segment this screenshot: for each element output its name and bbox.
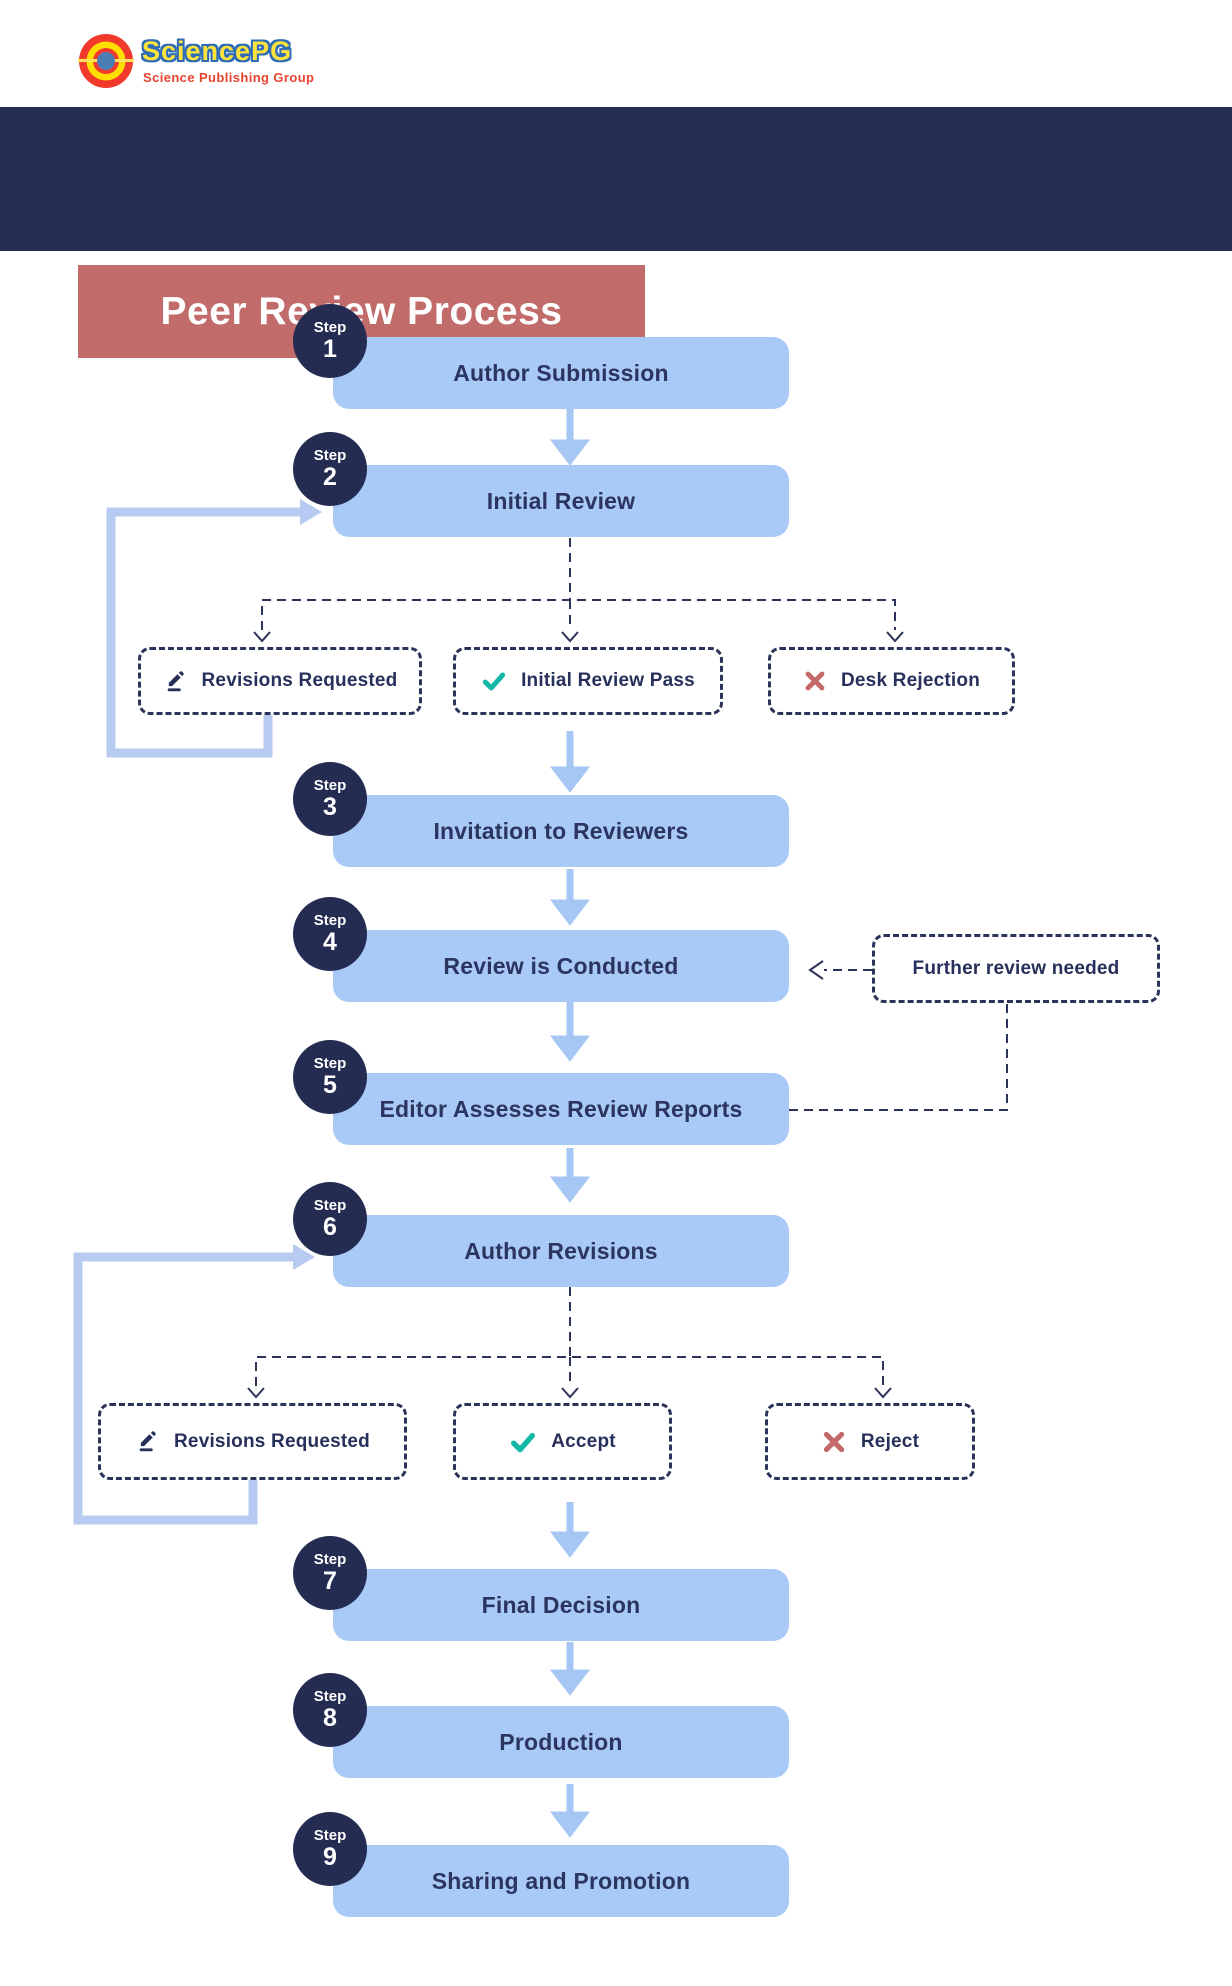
step-box-label: Review is Conducted: [443, 952, 679, 979]
pencil-icon: [163, 669, 188, 694]
step-box-sharing-and-promotion: Sharing and Promotion: [333, 1845, 789, 1917]
pencil-icon: [135, 1429, 160, 1454]
check-icon: [509, 1428, 537, 1456]
step-box-invitation-to-reviewers: Invitation to Reviewers: [333, 795, 789, 867]
outcome-initial-review-pass: Initial Review Pass: [453, 647, 723, 715]
outcome-revisions-requested-2: Revisions Requested: [98, 1403, 407, 1480]
step-box-author-submission: Author Submission: [333, 337, 789, 409]
step-6-badge: Step 6: [293, 1182, 367, 1256]
x-icon: [803, 669, 827, 693]
step-2-badge: Step 2: [293, 432, 367, 506]
outcome-revisions-requested-1: Revisions Requested: [138, 647, 422, 715]
step-box-author-revisions: Author Revisions: [333, 1215, 789, 1287]
step-3-badge: Step 3: [293, 762, 367, 836]
check-icon: [481, 668, 507, 694]
note-further-review-needed: Further review needed: [872, 934, 1160, 1003]
step-9-badge: Step 9: [293, 1812, 367, 1886]
step-box-label: Author Submission: [453, 359, 669, 386]
step-box-review-is-conducted: Review is Conducted: [333, 930, 789, 1002]
step-4-badge: Step 4: [293, 897, 367, 971]
step-7-badge: Step 7: [293, 1536, 367, 1610]
x-icon: [821, 1429, 847, 1455]
step-box-initial-review: Initial Review: [333, 465, 789, 537]
step-box-label: Initial Review: [486, 487, 636, 514]
step-box-final-decision: Final Decision: [333, 1569, 789, 1641]
step-8-badge: Step 8: [293, 1673, 367, 1747]
step-box-production: Production: [333, 1706, 789, 1778]
step-box-editor-assesses-review-reports: Editor Assesses Review Reports: [333, 1073, 789, 1145]
outcome-accept: Accept: [453, 1403, 672, 1480]
step-box-label: Production: [499, 1728, 623, 1755]
outcome-reject: Reject: [765, 1403, 975, 1480]
step-box-label: Final Decision: [481, 1591, 641, 1618]
banner-band: Peer Review Process: [0, 107, 1232, 358]
sciencepg-logo-icon: [78, 34, 134, 88]
outcome-desk-rejection: Desk Rejection: [768, 647, 1015, 715]
step-box-label: Author Revisions: [464, 1237, 658, 1264]
step-box-label: Invitation to Reviewers: [433, 817, 689, 844]
step-1-badge: Step 1: [293, 304, 367, 378]
logo-wordmark: SciencePG: [142, 36, 293, 66]
step-5-badge: Step 5: [293, 1040, 367, 1114]
step-box-label: Sharing and Promotion: [431, 1867, 691, 1894]
step-box-label: Editor Assesses Review Reports: [379, 1095, 743, 1122]
logo-subtitle: Science Publishing Group: [143, 70, 315, 85]
page-header: SciencePG Science Publishing Group: [0, 0, 1232, 107]
